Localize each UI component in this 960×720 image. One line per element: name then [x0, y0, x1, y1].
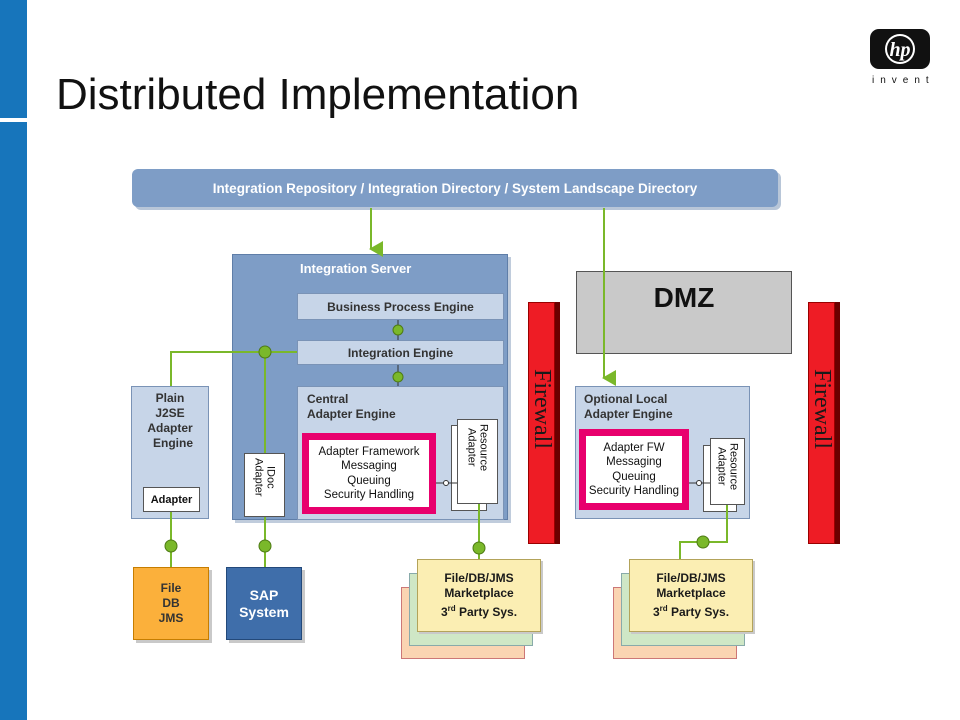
adapter-framework-box: Adapter Framework Messaging Queuing Secu…: [302, 433, 436, 514]
sap-system: SAP System: [226, 567, 302, 640]
local-ra-to-market-wire: [679, 505, 728, 559]
idoc-adapter: IDoc Adapter: [244, 453, 285, 517]
integration-server-title: Integration Server: [300, 261, 412, 276]
local-resource-adapter: Resource Adapter: [710, 438, 745, 505]
central-adapter-engine-label: Central Adapter Engine: [307, 392, 396, 421]
firewall-left: Firewall: [528, 302, 555, 544]
marketplace-stack-1-front: File/DB/JMS Marketplace 3rd Party Sys.: [417, 559, 541, 632]
plain-to-ie-wire: [170, 351, 297, 386]
marketplace-stack-2-front: File/DB/JMS Marketplace 3rd Party Sys.: [629, 559, 753, 632]
idoc-sap-connector: [258, 539, 272, 553]
plain-j2se-label: Plain J2SE Adapter Engine: [147, 391, 193, 450]
firewall-right: Firewall: [808, 302, 835, 544]
page-title: Distributed Implementation: [56, 70, 580, 119]
hp-logo-icon: hp: [870, 29, 930, 69]
ie-junction-connector: [258, 345, 272, 359]
firewall-left-label: Firewall: [529, 369, 555, 449]
integration-repository-bar: Integration Repository / Integration Dir…: [132, 169, 778, 207]
bpe-ie-connector: [392, 324, 404, 336]
ra-market-connector: [472, 541, 486, 555]
business-process-engine: Business Process Engine: [297, 293, 504, 320]
logo-mark: hp: [889, 39, 910, 61]
plain-file-connector: [164, 539, 178, 553]
logo-tagline: invent: [872, 75, 935, 86]
accent-bar-notch: [0, 118, 27, 122]
hp-logo: hp: [868, 28, 932, 70]
plain-adapter: Adapter: [143, 487, 200, 512]
adapter-fw-box: Adapter FW Messaging Queuing Security Ha…: [579, 429, 689, 510]
firewall-right-label: Firewall: [809, 369, 835, 449]
optional-local-adapter-engine-label: Optional Local Adapter Engine: [584, 392, 673, 421]
dmz-zone: DMZ: [576, 271, 792, 354]
afw-port: [443, 480, 449, 486]
file-db-jms-system: File DB JMS: [133, 567, 209, 640]
ie-cae-connector: [392, 371, 404, 383]
afw2-port: [696, 480, 702, 486]
local-ra-market-connector: [696, 535, 710, 549]
resource-adapter: Resource Adapter: [457, 419, 498, 504]
integration-engine: Integration Engine: [297, 340, 504, 365]
